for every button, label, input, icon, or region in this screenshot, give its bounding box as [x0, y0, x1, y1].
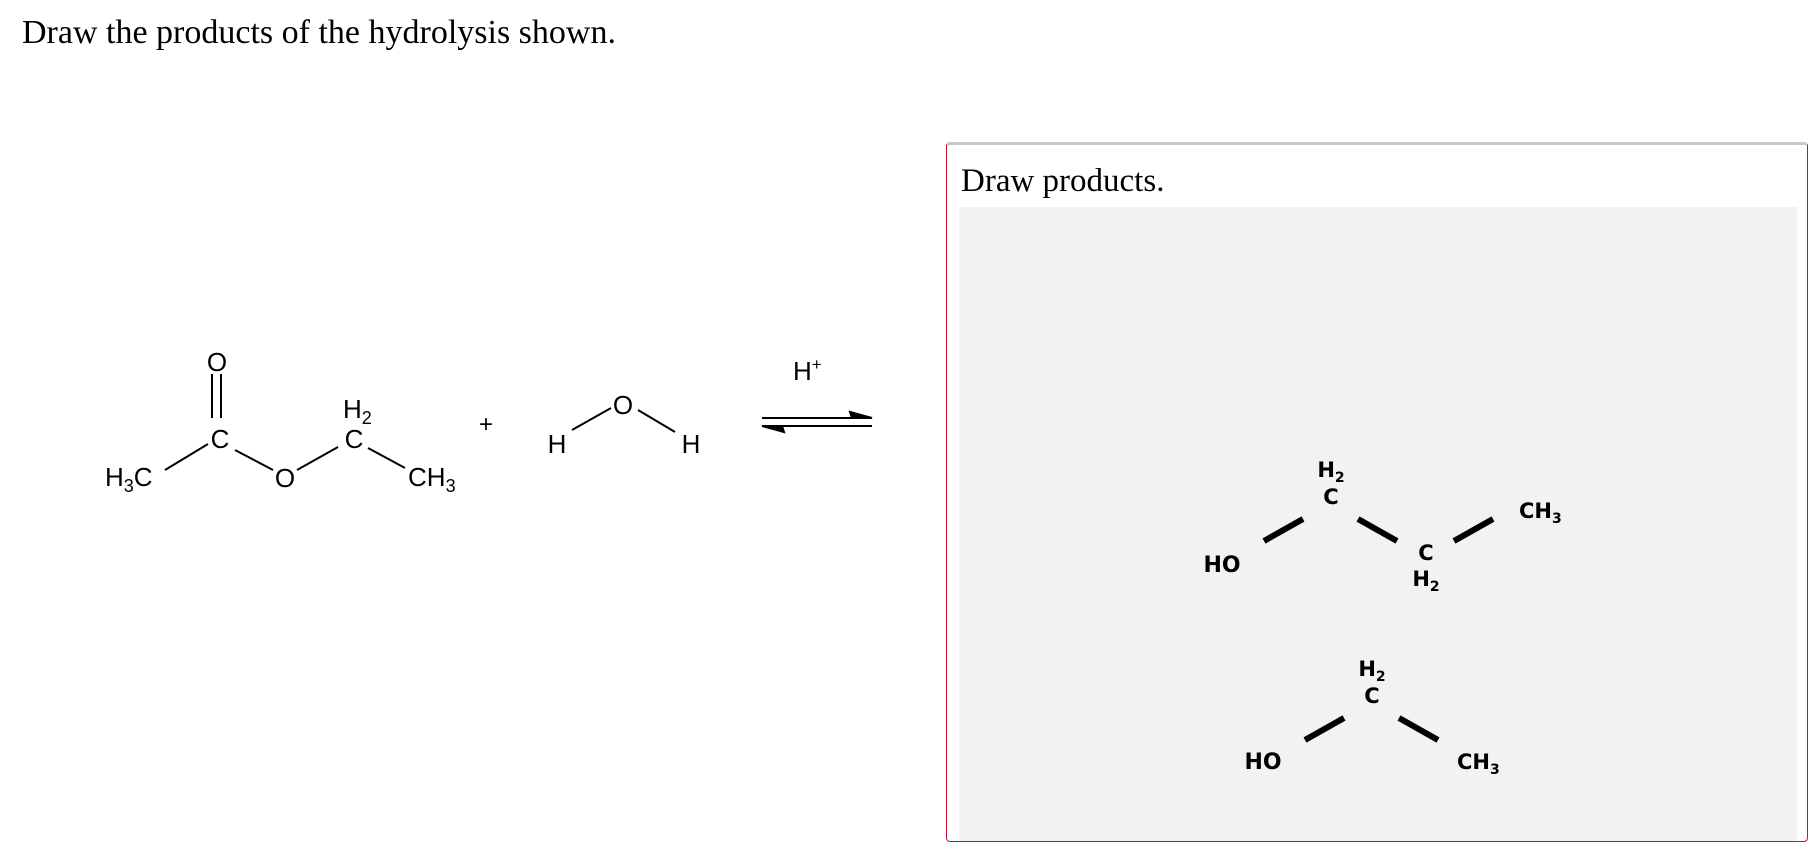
water-H-left: H: [548, 429, 567, 459]
plus-sign: +: [479, 411, 493, 438]
ester-methyl-right: CH3: [408, 462, 456, 496]
ester-O: O: [275, 463, 295, 493]
product-2-ch2-H: H2: [1358, 657, 1385, 685]
ester-methyl-left: H3C: [105, 462, 153, 496]
product-2-ch2-C: C: [1364, 684, 1379, 708]
ester-bonds: [164, 374, 406, 471]
bond-carbonyl-ester-O: [234, 449, 274, 471]
ester-ch2-C: C: [345, 424, 364, 454]
drawing-canvas[interactable]: HO H2 C C H2 CH3 HO H2 C CH3: [959, 207, 1797, 841]
product-2-bonds: [1303, 715, 1440, 743]
products-svg: HO H2 C C H2 CH3 HO H2 C CH3: [1203, 458, 1562, 778]
equilibrium-arrow: [761, 410, 873, 434]
bond-water-right: [637, 409, 676, 433]
bond-water-left: [571, 407, 612, 431]
product-2-methyl: CH3: [1457, 750, 1500, 778]
ester-ch2-H: H2: [343, 394, 372, 428]
product-1-ch2a-H: H2: [1317, 458, 1344, 486]
ester-carbonyl-O: O: [207, 347, 227, 377]
product-1-ch2b-H: H2: [1412, 567, 1439, 595]
product-1-bonds: [1262, 516, 1495, 544]
bond-ch2-methyl: [367, 447, 406, 469]
product-1-HO: HO: [1203, 553, 1240, 578]
panel-title: Draw products.: [961, 163, 1165, 199]
product-1-ch2b-C: C: [1418, 541, 1433, 565]
water-H-right: H: [682, 429, 701, 459]
drawing-panel: Draw products. HO H2 C C H2 CH3 HO H2 C …: [946, 142, 1808, 842]
catalyst-label: H+: [793, 355, 822, 386]
question-text: Draw the products of the hydrolysis show…: [22, 14, 616, 51]
water-bonds: [571, 407, 676, 433]
product-1-ch2a-C: C: [1323, 485, 1338, 509]
bond-ester-O-ch2: [296, 446, 339, 471]
reaction-scheme: O C H3C O H2 C CH3 + O H H H+: [105, 347, 873, 496]
ester-carbonyl-C: C: [211, 424, 230, 454]
product-1-methyl: CH3: [1519, 499, 1562, 527]
product-2-HO: HO: [1244, 750, 1281, 775]
water-O: O: [613, 390, 633, 420]
bond-methyl-carbonyl: [164, 443, 209, 471]
